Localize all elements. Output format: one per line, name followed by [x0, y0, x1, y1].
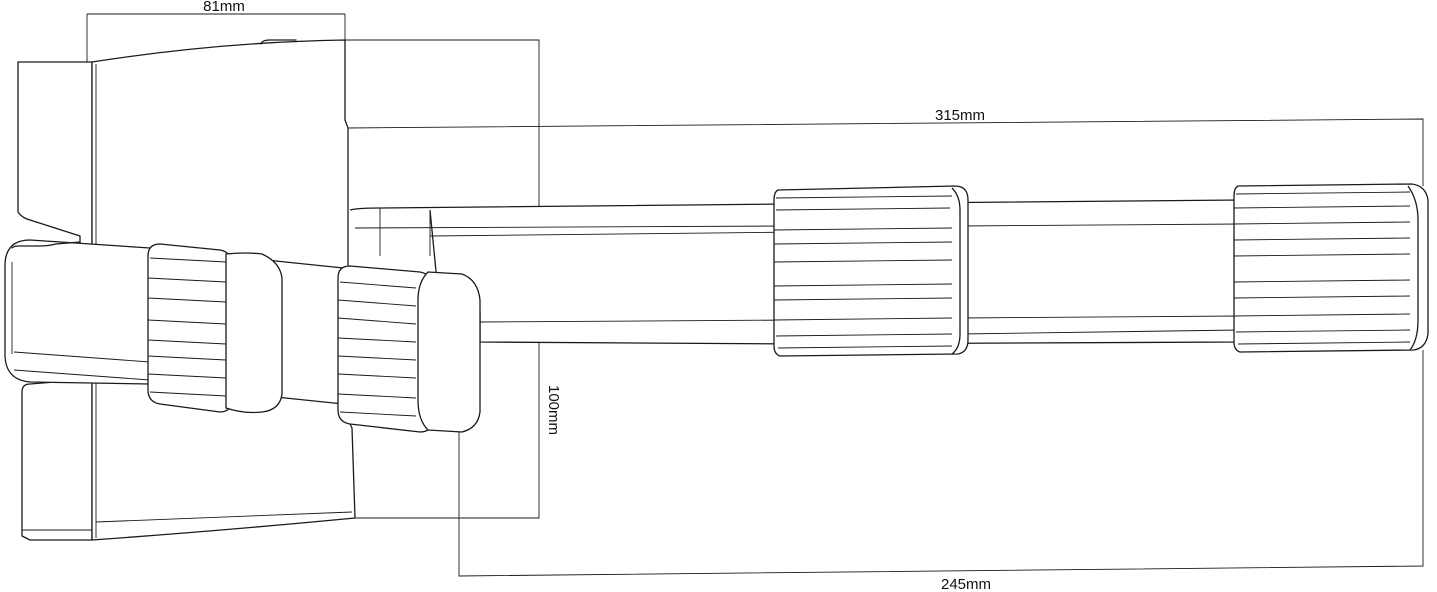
reach-dimension-label: 315mm: [935, 107, 985, 124]
height-dimension-label: 100mm: [545, 385, 562, 435]
width-dimension-label: 81mm: [203, 0, 245, 15]
front-joint-a: [147, 243, 283, 414]
end-joint: [1233, 183, 1429, 353]
front-joint-b: [337, 265, 481, 433]
middle-joint: [773, 185, 969, 357]
arm-dimension-label: 245mm: [941, 576, 991, 592]
